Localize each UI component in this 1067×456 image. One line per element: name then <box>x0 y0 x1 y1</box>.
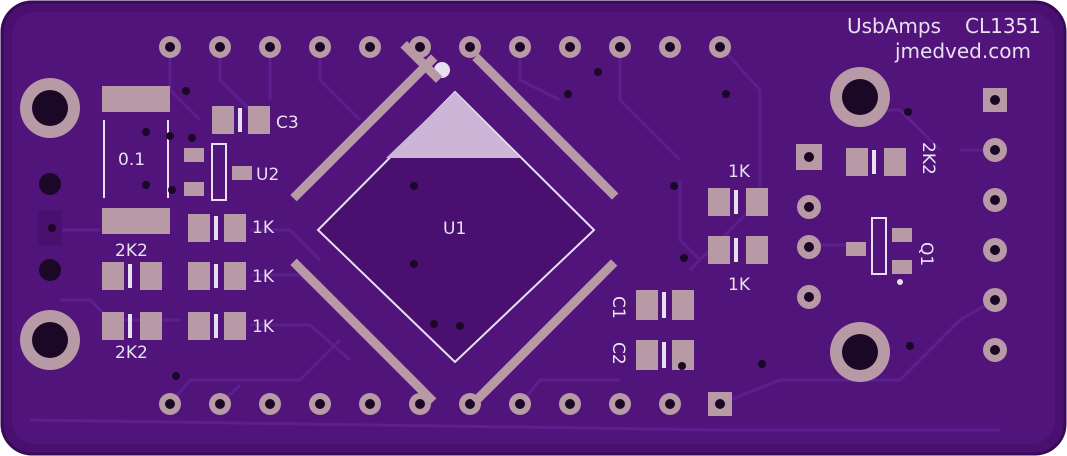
label-2k2-left-bottom: 2K2 <box>115 343 148 363</box>
board-rev: CL1351 <box>965 14 1041 38</box>
u2-chip <box>184 143 252 201</box>
shunt-resistor <box>102 86 170 234</box>
resistors-right <box>708 188 768 264</box>
header-top <box>159 36 731 58</box>
vias <box>48 68 914 380</box>
label-2k2-left-top: 2K2 <box>115 241 148 261</box>
label-shunt: 0.1 <box>118 150 145 170</box>
u1-pads-ur <box>472 53 619 200</box>
label-q1: Q1 <box>916 242 936 267</box>
u1-pads-lr <box>471 259 618 406</box>
label-c1: C1 <box>608 296 628 319</box>
label-c3: C3 <box>276 113 299 133</box>
q1-area <box>846 148 912 285</box>
label-u1: U1 <box>443 219 466 239</box>
resistors-left <box>102 214 246 340</box>
header-bottom <box>159 392 732 416</box>
label-2k2-right: 2K2 <box>918 142 938 175</box>
label-u2: U2 <box>256 165 279 185</box>
mounting-holes <box>20 67 890 382</box>
board-site: jmedved.com <box>894 39 1031 63</box>
u1-pads-ll <box>290 258 437 405</box>
label-1k-c: 1K <box>252 317 275 337</box>
board-title: UsbAmps <box>847 14 941 38</box>
header-right <box>983 88 1007 362</box>
u1-chip <box>290 41 619 406</box>
c1-c2-pads <box>636 290 694 370</box>
label-1k-d: 1K <box>728 162 751 182</box>
label-1k-a: 1K <box>252 218 275 238</box>
label-1k-e: 1K <box>728 275 751 295</box>
c3-pads <box>212 106 270 134</box>
label-1k-b: 1K <box>252 267 275 287</box>
u1-pads-ul <box>290 54 438 202</box>
header-middle <box>796 144 822 309</box>
label-c2: C2 <box>608 342 628 365</box>
